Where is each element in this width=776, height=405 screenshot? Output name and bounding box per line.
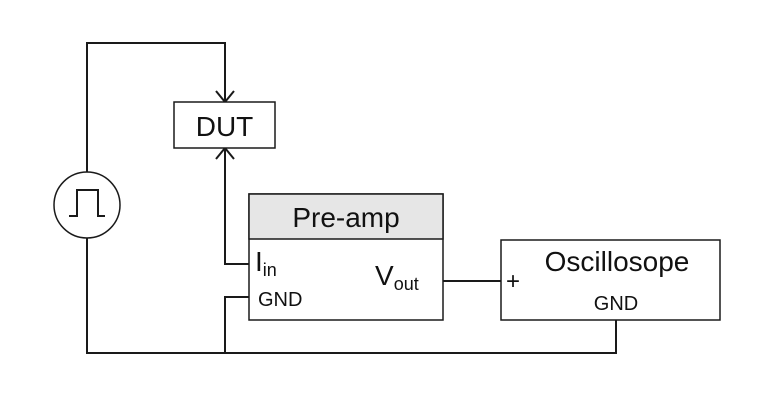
wire-source-to-dut <box>86 42 226 172</box>
preamp-input-label: Iin <box>255 246 277 280</box>
preamp-input-symbol: I <box>255 246 263 277</box>
wires <box>86 42 617 354</box>
pulse-source <box>53 171 121 239</box>
oscilloscope-plus: + <box>506 268 520 295</box>
oscilloscope-title: Oscillosope <box>545 246 690 277</box>
dut-box <box>173 101 276 149</box>
oscilloscope-gnd-label: GND <box>594 293 638 315</box>
preamp-output-symbol: V <box>375 260 394 291</box>
oscilloscope-block: Oscillosope + GND <box>500 239 721 321</box>
preamp-header <box>248 193 444 240</box>
dut-block: DUT <box>173 101 276 149</box>
preamp-block: Pre-amp Iin GND Vout <box>248 193 444 321</box>
preamp-output-label: Vout <box>375 260 419 294</box>
wire-preamp-gnd <box>224 296 249 353</box>
dut-label: DUT <box>196 111 254 142</box>
wire-iin-to-dut <box>224 148 249 265</box>
source-circle <box>53 171 121 239</box>
oscilloscope-box <box>500 239 721 321</box>
preamp-output-subscript: out <box>394 274 419 294</box>
preamp-gnd-label: GND <box>258 289 302 311</box>
preamp-input-subscript: in <box>263 260 277 280</box>
wire-ground-bus <box>86 238 617 354</box>
preamp-title: Pre-amp <box>292 202 399 233</box>
square-pulse-icon <box>69 189 105 217</box>
